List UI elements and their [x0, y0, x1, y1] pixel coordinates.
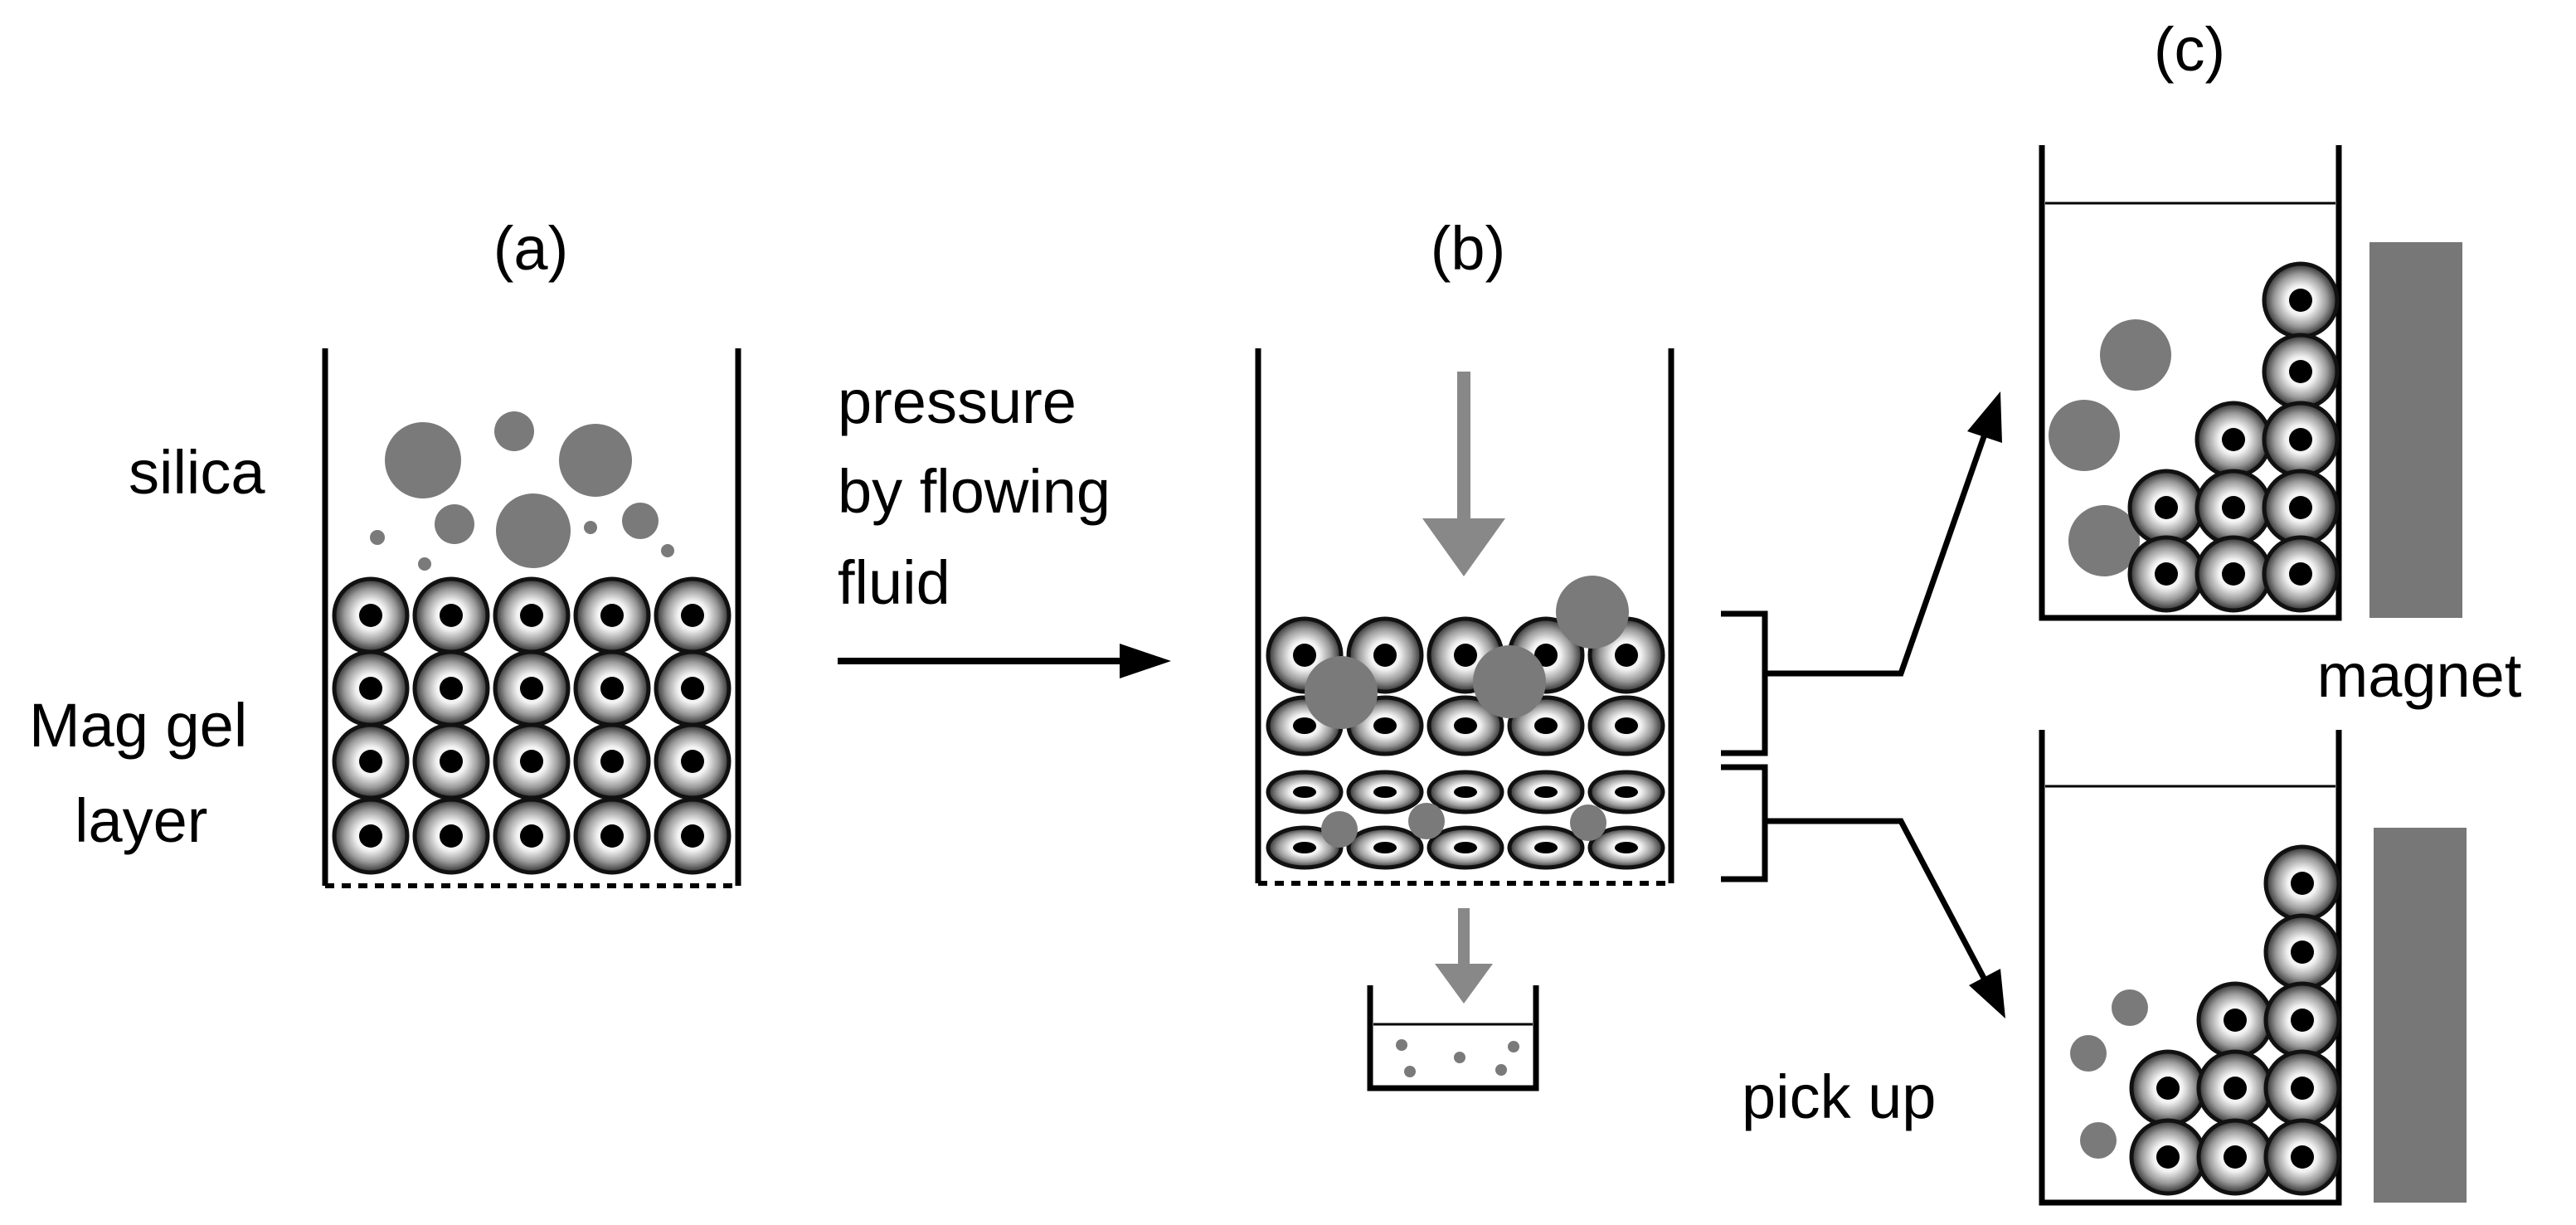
panel-b-label: (b) [1431, 214, 1505, 283]
silica-particles-a [370, 411, 674, 571]
down-right-arrow-icon [1969, 969, 2005, 1018]
upper-bracket [1721, 610, 1768, 756]
mag-gel-stack-upper [2130, 264, 2337, 610]
magnet-lower [2374, 828, 2467, 1203]
down-arrow-icon [1422, 372, 1505, 576]
mag-gel-label-layer: layer [75, 786, 207, 855]
silica-label: silica [129, 438, 265, 507]
lower-route-line [1765, 818, 1990, 984]
down-arrow-small-icon [1435, 908, 1493, 1004]
routing-arrows [1721, 428, 1990, 984]
pressure-label-line2: by flowing [838, 457, 1111, 526]
panel-c: (c) magnet [1742, 15, 2522, 1206]
beaker-lower [2039, 730, 2342, 1206]
panel-c-label: (c) [2154, 15, 2225, 84]
magnet-upper [2369, 242, 2462, 618]
mag-gel-stack-lower [2131, 847, 2339, 1193]
container-b [1255, 348, 1674, 886]
mag-gel-label: Mag gel [29, 691, 247, 760]
up-right-arrow-icon [1967, 391, 2002, 443]
collection-beaker [1367, 985, 1539, 1091]
silica-particles-c-lower [2070, 989, 2148, 1159]
right-arrow-icon [838, 644, 1171, 678]
mag-gel-layer-a [334, 579, 729, 873]
pressure-annotation: pressure by flowing fluid [838, 367, 1171, 678]
silica-particles-c-upper [2049, 319, 2171, 576]
container-a [322, 348, 741, 888]
beaker-upper [2039, 145, 2342, 621]
lower-bracket [1721, 764, 1768, 882]
panel-a: (a) silica Mag gel layer [29, 214, 741, 888]
upper-route-line [1765, 428, 1990, 677]
panel-b: (b) [1255, 214, 1674, 1091]
silica-particles-b [1305, 576, 1629, 848]
pick-up-label: pick up [1742, 1062, 1936, 1131]
pressure-label: pressure [838, 367, 1077, 436]
magnet-label: magnet [2317, 641, 2522, 710]
panel-a-label: (a) [493, 214, 568, 283]
pressure-label-line3: fluid [838, 548, 950, 617]
